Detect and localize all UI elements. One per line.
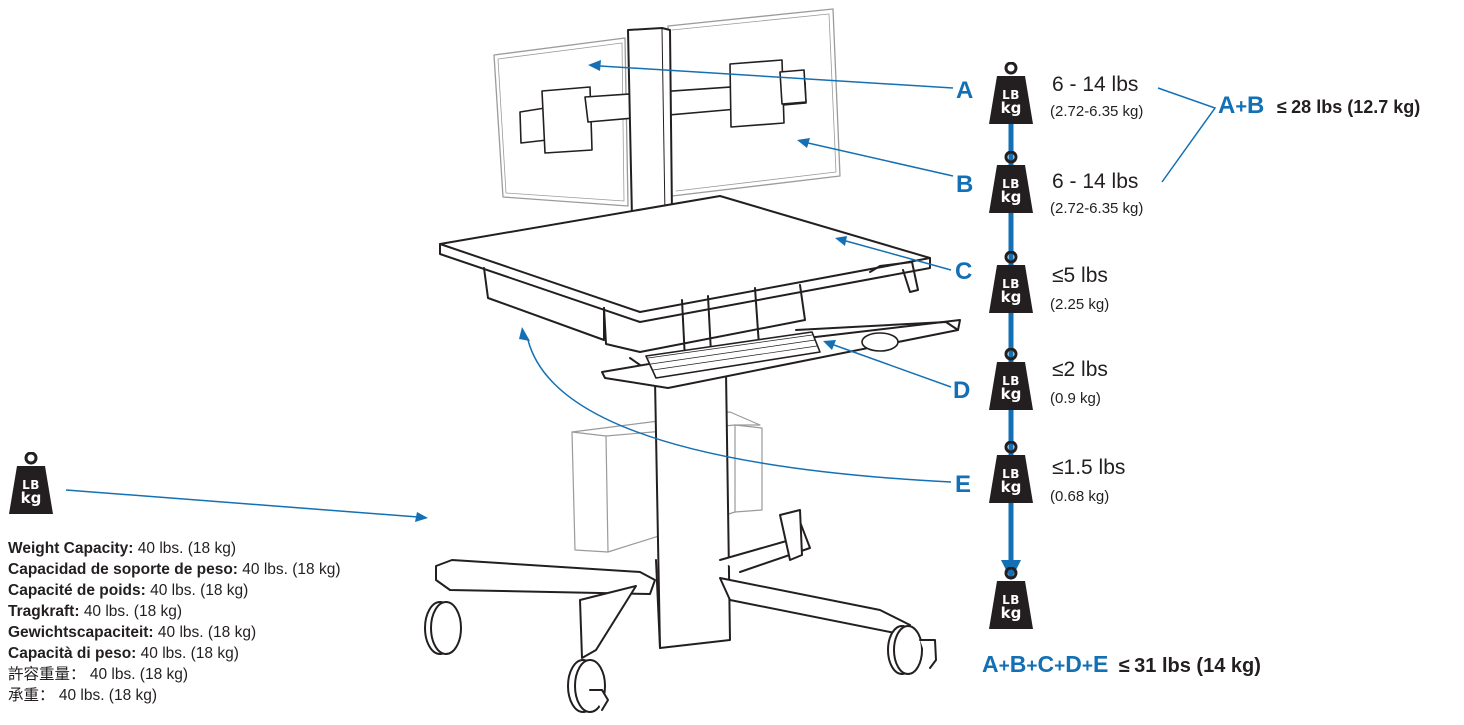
mount-c-metric: (2.25 kg) (1050, 296, 1110, 313)
kettlebell-weight-icon (989, 151, 1033, 213)
casters (424, 601, 937, 713)
weight-icon-e: LB kg (989, 441, 1033, 503)
capacity-row: 許容重量： 40 lbs. (18 kg) (8, 666, 189, 683)
capacity-row: Capacité de poids: 40 lbs. (18 kg) (8, 582, 249, 599)
combined-ab-limit: 28 lbs (12.7 kg) (1291, 97, 1421, 117)
weight-icon-total: LB kg (989, 567, 1033, 629)
ab-bracket (1157, 87, 1217, 183)
combined-total-limit: 31 lbs (14 kg) (1134, 655, 1261, 677)
weight-icon-c: LB kg (989, 251, 1033, 313)
pointer-arrowheads (415, 60, 847, 522)
weight-icon-d: LB kg (989, 348, 1033, 410)
base-capacity-list: Weight Capacity: 40 lbs. (18 kg) Capacid… (8, 538, 341, 706)
capacity-row: Tragkraft: 40 lbs. (18 kg) (8, 603, 183, 620)
mount-d-metric: (0.9 kg) (1050, 390, 1101, 407)
mouse (861, 332, 899, 352)
capacity-row: Capacità di peso: 40 lbs. (18 kg) (8, 645, 239, 662)
mount-letter-c: C (955, 258, 973, 285)
combined-total: A+B+C+D+E ≤ 31 lbs (14 kg) (982, 651, 1261, 677)
kettlebell-weight-icon (989, 62, 1033, 124)
mount-e-metric: (0.68 kg) (1050, 488, 1110, 505)
capacity-row: 承重： 40 lbs. (18 kg) (8, 687, 158, 704)
weight-icon-a: LB kg (989, 62, 1033, 124)
worksurface (439, 195, 931, 353)
capacity-row: Weight Capacity: 40 lbs. (18 kg) (8, 540, 236, 557)
weight-icon-base: LB kg (9, 452, 53, 514)
kettlebell-weight-icon (989, 441, 1033, 503)
weight-icon-b: LB kg (989, 151, 1033, 213)
mount-d-weight: ≤2 lbs (1052, 358, 1108, 381)
mount-letter-e: E (955, 471, 972, 498)
mount-letter-a: A (956, 77, 974, 104)
mount-e-weight: ≤1.5 lbs (1052, 456, 1126, 479)
kettlebell-weight-icon (9, 452, 53, 514)
keyboard (645, 331, 821, 379)
mount-letter-d: D (953, 377, 971, 404)
capacity-row: Gewichtscapaciteit: 40 lbs. (18 kg) (8, 624, 257, 641)
mount-c-weight: ≤5 lbs (1052, 264, 1108, 287)
mount-letter-b: B (956, 171, 974, 198)
kettlebell-weight-icon (989, 348, 1033, 410)
capacity-row: Capacidad de soporte de peso: 40 lbs. (1… (8, 561, 341, 578)
mount-a-weight: 6 - 14 lbs (1052, 73, 1139, 96)
kettlebell-weight-icon (989, 567, 1033, 629)
mast (627, 27, 673, 219)
combined-ab: A+B ≤ 28 lbs (12.7 kg) (1218, 92, 1421, 119)
mount-a-metric: (2.72-6.35 kg) (1050, 103, 1144, 120)
mount-b-metric: (2.72-6.35 kg) (1050, 200, 1144, 217)
kettlebell-weight-icon (989, 251, 1033, 313)
pointer-lines (65, 65, 954, 518)
base (435, 509, 911, 659)
mount-b-weight: 6 - 14 lbs (1052, 170, 1139, 193)
